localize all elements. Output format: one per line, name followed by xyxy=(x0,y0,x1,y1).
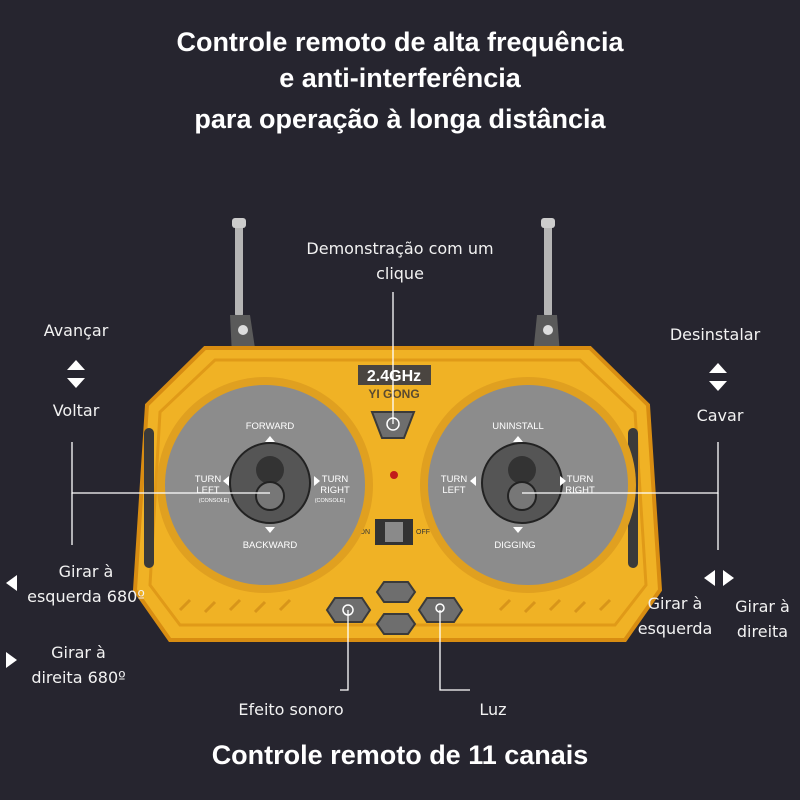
turn-left-callout: Girar à esquerda xyxy=(625,591,725,641)
right-arrow-icon xyxy=(6,652,17,668)
uninstall-callout: Desinstalar xyxy=(669,325,761,344)
sound-callout: Efeito sonoro xyxy=(238,700,344,719)
up-arrow-icon xyxy=(709,363,727,373)
demo-button[interactable] xyxy=(370,411,416,439)
right-right-label-1: TURN xyxy=(567,474,594,485)
turn-right-callout: Girar à direita xyxy=(725,594,800,644)
back-callout: Voltar xyxy=(52,401,100,420)
forward-callout: Avançar xyxy=(43,321,109,340)
down-arrow-icon xyxy=(709,381,727,391)
left-left-label-1: TURN xyxy=(195,474,222,485)
switch-off-label: OFF xyxy=(416,529,430,536)
turn-left-line-2: esquerda xyxy=(637,619,713,638)
demo-callout-line-1: Demonstração com um xyxy=(306,239,494,258)
left-antenna xyxy=(230,218,256,355)
rotate-right-680-callout: Girar à direita 680º xyxy=(16,640,141,690)
tread-pattern xyxy=(178,598,612,614)
frequency-badge-text: 2.4GHz xyxy=(367,368,421,385)
brand-label: YI GONG xyxy=(368,387,419,401)
right-left-label-1: TURN xyxy=(441,474,468,485)
turn-left-line-1: Girar à xyxy=(647,594,703,613)
right-up-label: UNINSTALL xyxy=(492,421,544,432)
right-left-label-2: LEFT xyxy=(442,485,465,496)
rotate-right-680-line-2: direita 680º xyxy=(31,668,126,687)
header-title-line-3: para operação à longa distância xyxy=(194,104,606,134)
left-right-label-3: (CONSOLE) xyxy=(315,498,346,504)
top-center-button[interactable] xyxy=(375,581,417,603)
left-right-label-2: RIGHT xyxy=(320,485,350,496)
left-left-label-2: LEFT xyxy=(196,485,219,496)
light-callout: Luz xyxy=(479,700,507,719)
left-up-label: FORWARD xyxy=(246,421,295,432)
left-left-label-3: (CONSOLE) xyxy=(199,498,230,504)
header-title-line-2: e anti-interferência xyxy=(279,63,521,93)
header-title-line-1: Controle remoto de alta frequência xyxy=(176,27,624,57)
rotate-left-680-line-2: esquerda 680º xyxy=(27,587,145,606)
left-joystick[interactable] xyxy=(255,481,285,511)
left-down-label: BACKWARD xyxy=(243,540,298,551)
power-led xyxy=(390,471,398,479)
bottom-center-button[interactable] xyxy=(375,613,417,635)
turn-right-line-1: Girar à xyxy=(735,597,790,616)
left-right-label-1: TURN xyxy=(322,474,349,485)
left-arrow-icon xyxy=(6,575,17,591)
rotate-left-680-line-1: Girar à xyxy=(58,562,114,581)
right-antenna xyxy=(533,218,560,355)
dig-callout: Cavar xyxy=(696,406,744,425)
rotate-left-680-callout: Girar à esquerda 680º xyxy=(16,559,156,609)
switch-on-label: ON xyxy=(360,529,371,536)
down-arrow-icon xyxy=(67,378,85,388)
right-right-label-2: RIGHT xyxy=(565,485,595,496)
footer-title: Controle remoto de 11 canais xyxy=(211,740,589,770)
rotate-right-680-line-1: Girar à xyxy=(51,643,106,662)
left-arrow-icon xyxy=(704,570,715,586)
turn-right-line-2: direita xyxy=(736,622,789,641)
demo-callout-line-2: clique xyxy=(376,264,424,283)
right-down-label: DIGGING xyxy=(494,540,535,551)
up-arrow-icon xyxy=(67,360,85,370)
demo-callout: Demonstração com um clique xyxy=(270,236,530,286)
right-arrow-icon xyxy=(723,570,734,586)
callout-lines xyxy=(71,292,719,691)
right-joystick[interactable] xyxy=(507,481,537,511)
frequency-badge xyxy=(358,365,431,385)
